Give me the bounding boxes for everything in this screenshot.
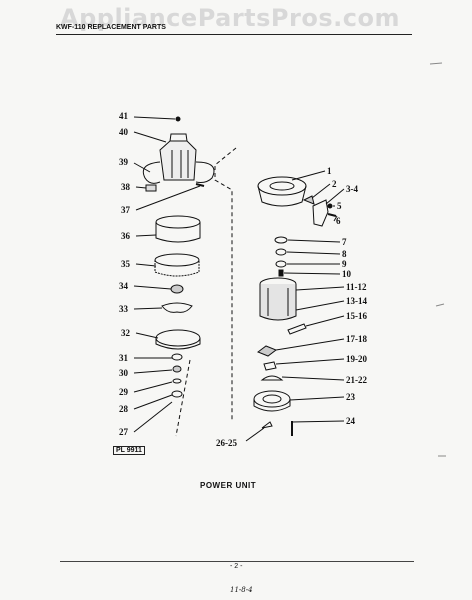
handwritten-note: 11-8-4 xyxy=(230,586,253,594)
callout-30: 30 xyxy=(119,368,128,378)
watermark: AppliancePartsPros.com xyxy=(60,4,400,32)
callout-40: 40 xyxy=(119,127,128,137)
assembly-guide-line xyxy=(214,147,237,420)
callout-36: 36 xyxy=(121,231,130,241)
callout-8: 8 xyxy=(342,249,347,259)
footer-divider xyxy=(60,561,414,562)
part-8-washer xyxy=(275,248,287,256)
part-31-washer xyxy=(171,353,183,361)
part-9-washer xyxy=(275,260,287,268)
callout-15-16: 15-16 xyxy=(346,311,367,321)
callout-33: 33 xyxy=(119,304,128,314)
callout-5: 5 xyxy=(337,201,342,211)
part-41-screw xyxy=(175,116,181,122)
callout-13-14: 13-14 xyxy=(346,296,367,306)
callout-37: 37 xyxy=(121,205,130,215)
part-28-seal xyxy=(171,390,183,398)
part-39-cord xyxy=(142,161,161,184)
part-38-strain-relief xyxy=(145,184,157,192)
part-34-nut xyxy=(170,284,184,294)
part-17-18-fan xyxy=(256,345,278,357)
part-7-washer xyxy=(274,236,288,244)
callout-7: 7 xyxy=(342,237,347,247)
callout-11-12: 11-12 xyxy=(346,282,367,292)
callout-31: 31 xyxy=(119,353,128,363)
part-19-20-bracket xyxy=(263,361,277,371)
part-30-bushing xyxy=(172,365,182,373)
callout-34: 34 xyxy=(119,281,128,291)
callout-29: 29 xyxy=(119,387,128,397)
part-11-12-motor xyxy=(259,277,297,321)
part-32-turntable xyxy=(155,329,201,347)
part-1-housing xyxy=(257,176,307,207)
part-40-motor-housing xyxy=(159,133,197,181)
callout-2: 2 xyxy=(332,179,337,189)
part-2-valve xyxy=(302,195,315,205)
margin-marks xyxy=(429,62,446,457)
part-21-22-clamp xyxy=(260,375,284,381)
callout-9: 9 xyxy=(342,259,347,269)
figure-title: POWER UNIT xyxy=(200,481,257,490)
callout-19-20: 19-20 xyxy=(346,354,367,364)
callout-6: 6 xyxy=(336,216,341,226)
callout-26-25: 26-25 xyxy=(216,438,237,448)
callout-39: 39 xyxy=(119,157,128,167)
part-36-ring xyxy=(155,215,201,229)
part-5-clip xyxy=(327,203,333,209)
plate-number-label: PL 9911 xyxy=(113,446,145,455)
part-26-25-foot xyxy=(261,421,273,429)
part-6-screw xyxy=(327,213,337,217)
callout-17-18: 17-18 xyxy=(346,334,367,344)
part-35-grind-ring xyxy=(154,253,200,267)
callout-41: 41 xyxy=(119,111,128,121)
callout-3-4: 3-4 xyxy=(346,184,358,194)
callout-21-22: 21-22 xyxy=(346,375,367,385)
callout-10: 10 xyxy=(342,269,351,279)
callout-24: 24 xyxy=(346,416,355,426)
header-divider xyxy=(56,34,412,35)
part-23-base xyxy=(253,390,291,412)
callout-27: 27 xyxy=(119,427,128,437)
callout-32: 32 xyxy=(121,328,130,338)
page-number: - 2 - xyxy=(230,563,243,570)
callout-28: 28 xyxy=(119,404,128,414)
part-29-washer xyxy=(172,378,182,384)
part-33-impeller xyxy=(161,302,193,313)
part-10-nut xyxy=(278,269,284,277)
part-3-4-spout xyxy=(312,199,329,227)
model-reference: KWF-110 REPLACEMENT PARTS xyxy=(56,24,166,31)
callout-1: 1 xyxy=(327,166,332,176)
callout-23: 23 xyxy=(346,392,355,402)
callout-35: 35 xyxy=(121,259,130,269)
callout-38: 38 xyxy=(121,182,130,192)
part-15-16-pin xyxy=(287,323,307,335)
